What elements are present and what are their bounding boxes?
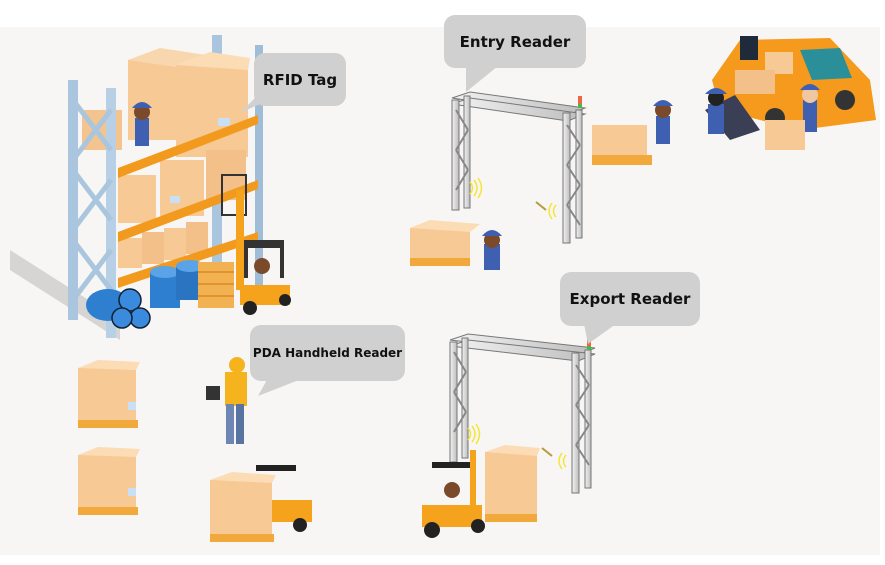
rfid-tag-icon bbox=[541, 447, 553, 457]
forklift-with-box bbox=[210, 465, 312, 542]
box-group-middle bbox=[118, 150, 246, 223]
export-gate bbox=[422, 333, 596, 538]
rack-beam bbox=[118, 115, 258, 178]
callout-tail bbox=[584, 324, 616, 344]
rfid-tag-label: RFID Tag bbox=[262, 70, 338, 89]
blue-drums bbox=[86, 260, 204, 329]
gate-lattice bbox=[453, 351, 590, 466]
antenna-wave-icon bbox=[469, 177, 557, 220]
rack-post bbox=[106, 88, 116, 338]
pallet-box bbox=[78, 447, 140, 515]
signal-light-icon bbox=[578, 96, 582, 108]
export-reader-callout: Export Reader bbox=[560, 272, 700, 326]
rfid-tag-icon bbox=[535, 201, 547, 211]
truck-unloading bbox=[592, 36, 876, 165]
pda-reader-callout: PDA Handheld Reader bbox=[250, 325, 405, 381]
callout-tail bbox=[466, 66, 498, 92]
callout-tail bbox=[240, 95, 280, 113]
pda-device-icon bbox=[206, 386, 220, 400]
entry-reader-label: Entry Reader bbox=[459, 32, 571, 51]
forklift-with-box bbox=[422, 445, 540, 538]
handheld-area bbox=[78, 357, 312, 542]
hand-pallet bbox=[410, 220, 502, 270]
box bbox=[592, 125, 647, 155]
rack-bracing bbox=[71, 98, 113, 302]
export-reader-label: Export Reader bbox=[569, 290, 691, 308]
callout-tail bbox=[258, 378, 304, 396]
box-group-lower bbox=[118, 222, 208, 268]
worker bbox=[132, 102, 152, 146]
rack-post bbox=[68, 80, 78, 320]
antenna-wave-icon bbox=[467, 423, 567, 470]
gate-lattice bbox=[455, 109, 581, 226]
worker bbox=[800, 84, 820, 132]
worker bbox=[705, 88, 727, 134]
rack-shadow bbox=[10, 250, 120, 340]
truck-wheel bbox=[835, 90, 855, 110]
rfid-tag-icon bbox=[218, 118, 230, 126]
pallet-box bbox=[78, 360, 140, 428]
signal-light-icon bbox=[587, 338, 591, 350]
pda-reader-label: PDA Handheld Reader bbox=[252, 346, 403, 360]
pallet-stack bbox=[198, 262, 234, 308]
pda-worker bbox=[206, 357, 247, 444]
pallet bbox=[592, 155, 652, 165]
entry-reader-callout: Entry Reader bbox=[444, 15, 586, 68]
worker bbox=[653, 100, 673, 144]
forklift bbox=[221, 174, 291, 315]
box bbox=[765, 120, 805, 150]
entry-gate bbox=[410, 91, 587, 270]
rack-post bbox=[255, 45, 263, 285]
storage-rack bbox=[10, 35, 291, 340]
